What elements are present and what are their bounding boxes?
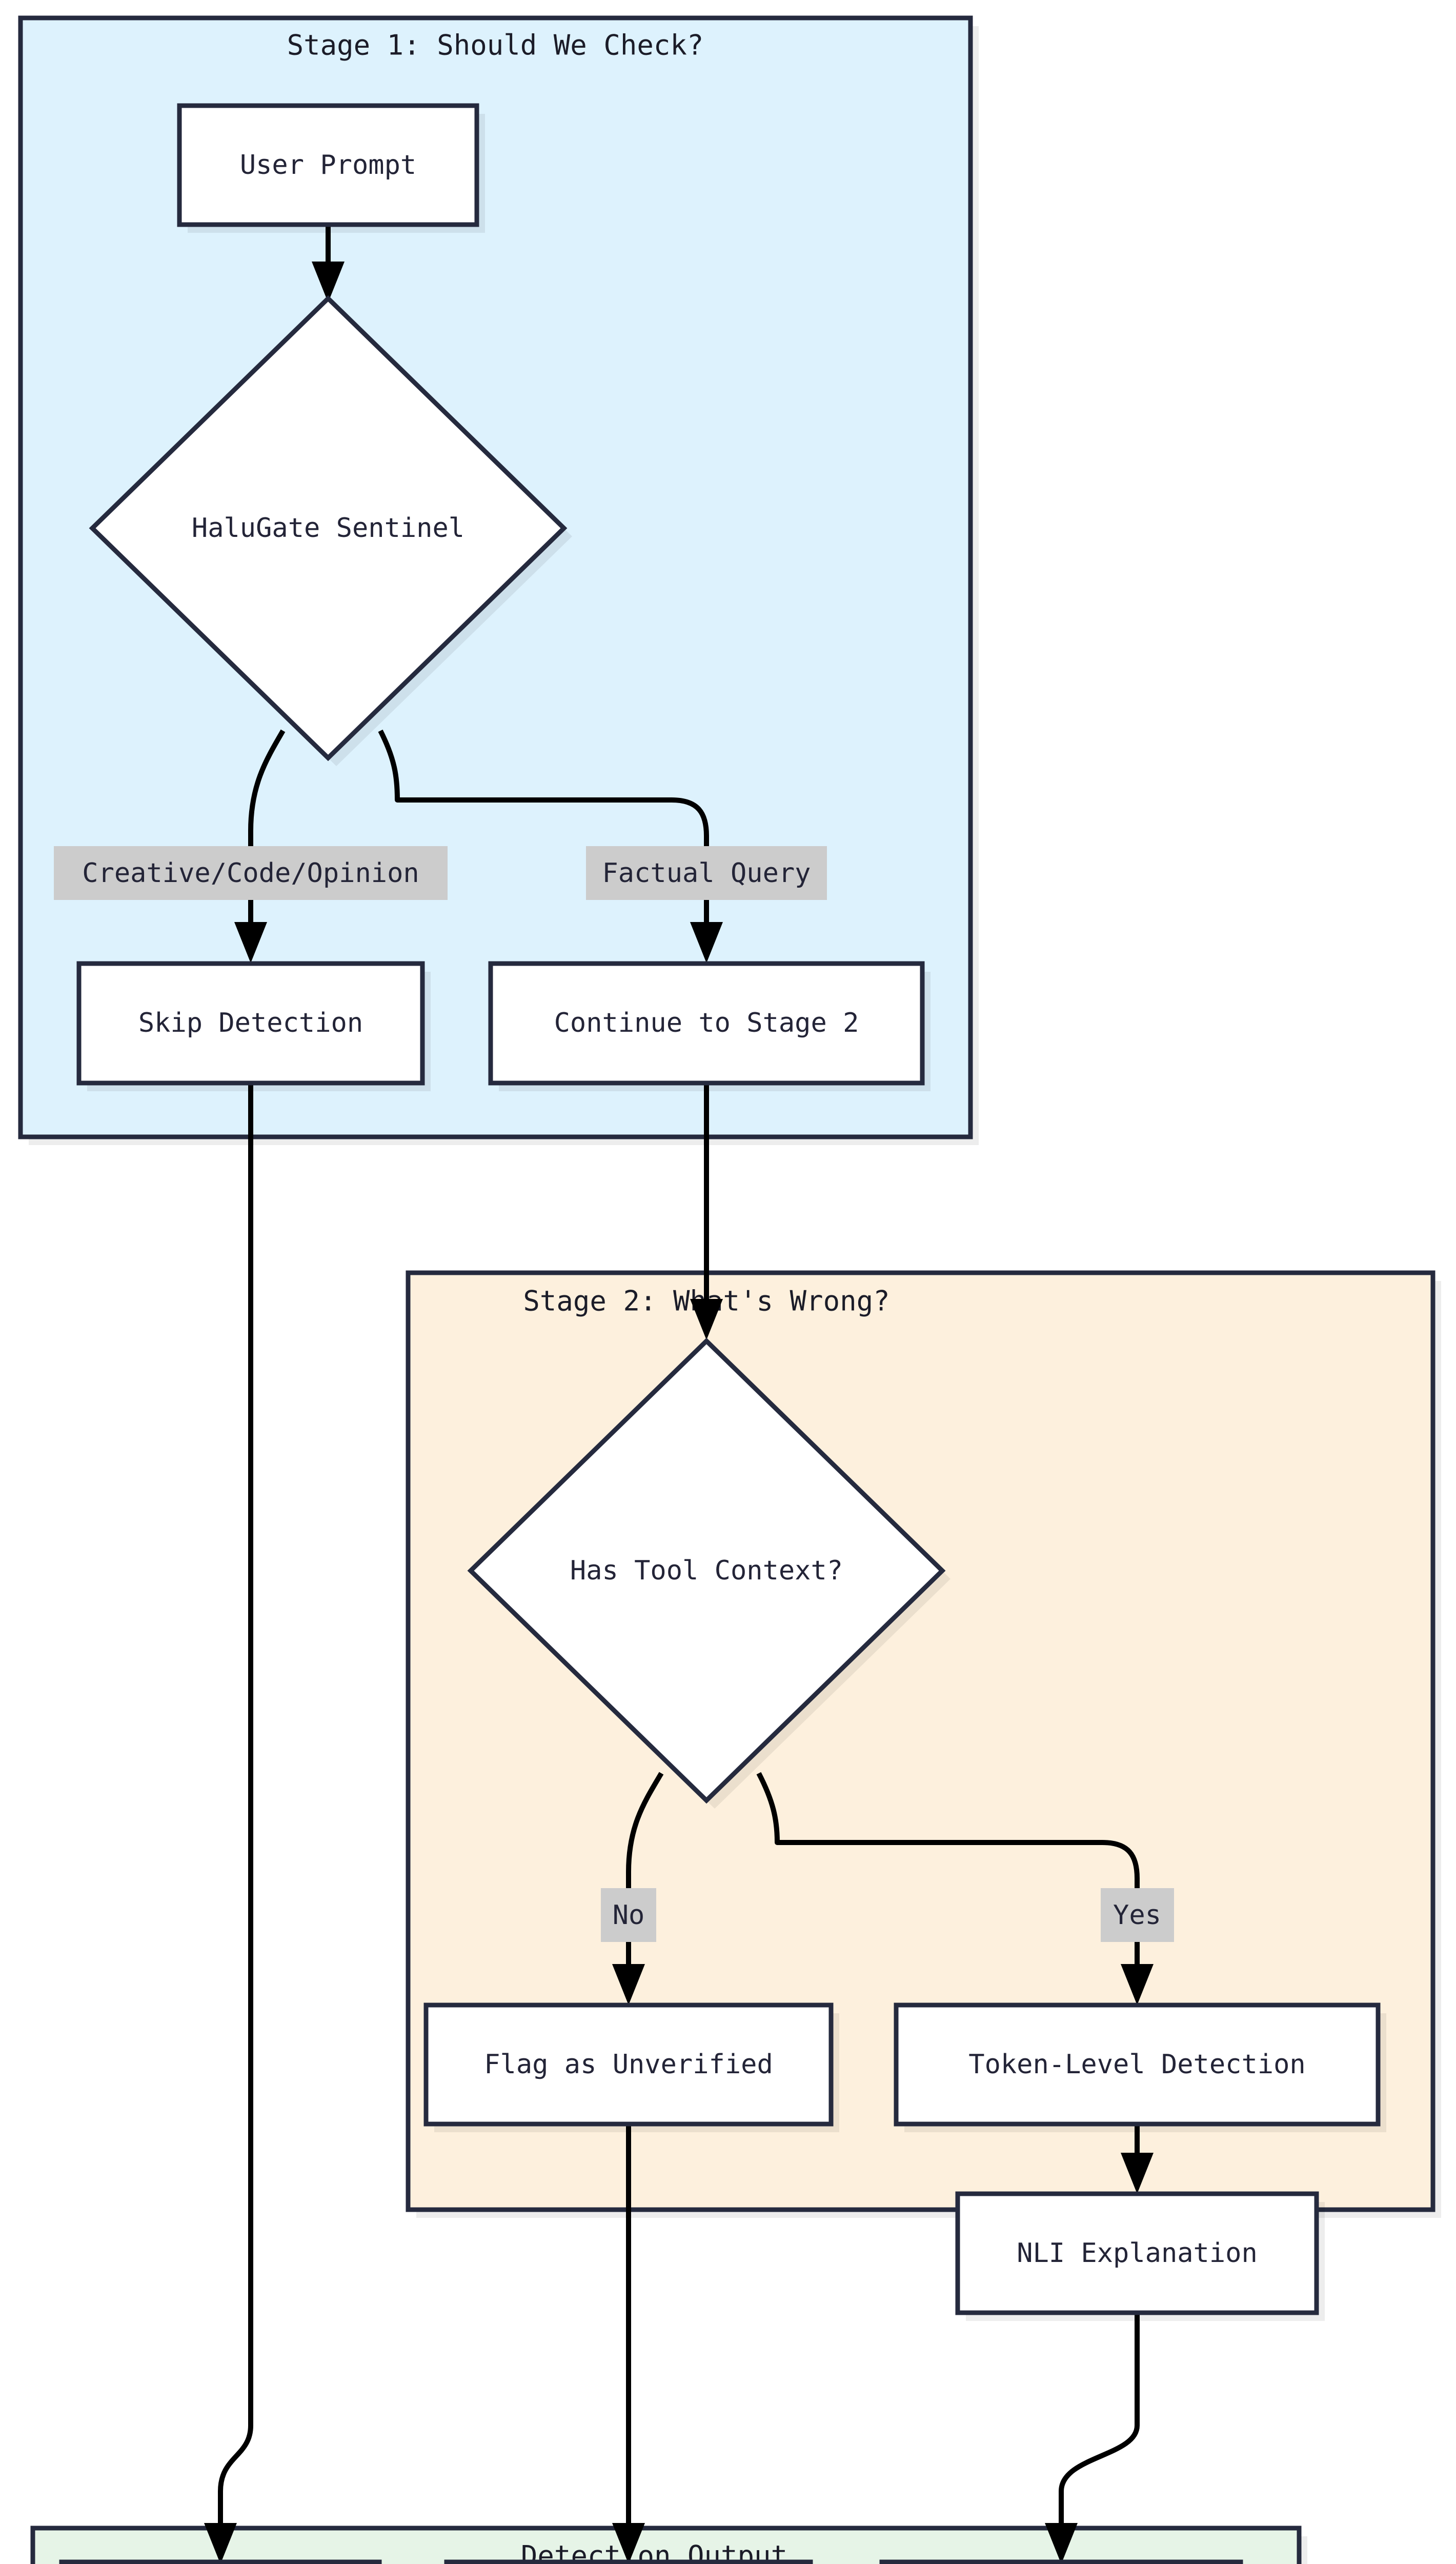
node-has-tool-context-label: Has Tool Context? [570,1555,843,1586]
node-skip-detection-label: Skip Detection [138,1008,363,1038]
node-continue-to-stage-2-label: Continue to Stage 2 [554,1008,859,1038]
edge-label-creative-code-opinion-text: Creative/Code/Opinion [82,858,419,889]
edge-sentinel-to-continue-arrow [690,922,723,963]
node-flag-as-unverified[interactable]: Flag as Unverified [423,2002,839,2132]
node-user-prompt-rect[interactable] [177,103,479,227]
node-warning-header[interactable]: Warning Header [444,2559,819,2564]
edge-label-creative-code-opinion-bg [54,846,448,900]
node-token-level-detection-rect[interactable] [894,2002,1381,2127]
node-nli-explanation[interactable]: NLI Explanation [955,2191,1325,2321]
node-nli-explanation-rect[interactable] [955,2191,1319,2315]
node-token-level-detection-label: Token-Level Detection [968,2049,1305,2080]
node-halugate-sentinel-label: HaluGate Sentinel [192,513,464,544]
edge-token-to-nli-arrow [1121,2153,1154,2194]
node-continue-to-stage-2[interactable]: Continue to Stage 2 [488,961,931,1091]
edge-label-no: No [601,1888,656,1942]
node-detailed-report-rect[interactable] [879,2559,1243,2564]
node-flag-as-unverified-label: Flag as Unverified [484,2049,773,2080]
edge-sentinel-to-continue [378,729,709,938]
node-has-tool-context[interactable]: Has Tool Context? [467,1337,951,1809]
edge-continue-to-tool-context-arrow [690,1299,723,1340]
node-skip-detection[interactable]: Skip Detection [76,961,431,1091]
edge-sentinel-to-skip [248,729,286,938]
edge-skip-to-pass-arrow [204,2523,237,2564]
cluster-output-rect [30,2526,1302,2564]
edge-label-factual-query-bg [586,846,827,900]
edge-nli-to-report [1059,2313,1140,2536]
edge-skip-to-pass [218,1083,253,2536]
node-nli-explanation-label: NLI Explanation [1017,2238,1258,2269]
node-halugate-sentinel[interactable]: HaluGate Sentinel [89,295,572,766]
edge-flag-to-warning-arrow [612,2523,645,2564]
edge-label-creative-code-opinion: Creative/Code/Opinion [54,846,448,900]
node-user-prompt-label: User Prompt [240,150,416,181]
cluster-stage1-title: Stage 1: Should We Check? [287,29,704,62]
edge-sentinel-to-skip-arrow [234,922,267,963]
edge-tool-context-to-flag-arrow [612,1964,645,2005]
node-detailed-report[interactable]: Detailed Report [879,2559,1249,2564]
node-pass-through-rect[interactable] [59,2559,382,2564]
node-has-tool-context-diamond[interactable] [467,1337,946,1804]
edge-label-no-text: No [613,1900,645,1931]
node-skip-detection-rect[interactable] [76,961,425,1086]
edge-label-yes-text: Yes [1113,1900,1161,1931]
node-halugate-sentinel-diamond[interactable] [89,295,568,762]
edge-label-yes: Yes [1101,1888,1174,1942]
node-token-level-detection[interactable]: Token-Level Detection [894,2002,1386,2132]
node-flag-as-unverified-rect[interactable] [423,2002,834,2127]
node-user-prompt[interactable]: User Prompt [177,103,485,233]
edge-user-prompt-to-sentinel-arrow [312,262,345,303]
edge-tool-context-to-token [756,1772,1140,1980]
edge-label-factual-query-text: Factual Query [602,858,811,889]
node-pass-through[interactable]: Pass Through [59,2559,388,2564]
node-warning-header-rect[interactable] [444,2559,813,2564]
edge-label-factual-query: Factual Query [586,846,827,900]
edge-label-yes-bg [1101,1888,1174,1942]
edge-layer [204,225,1154,2564]
edge-label-no-bg [601,1888,656,1942]
node-continue-to-stage-2-rect[interactable] [488,961,925,1086]
edge-tool-context-to-flag [626,1772,664,1980]
cluster-output: Detection Output [30,2526,1307,2564]
edge-nli-to-report-arrow [1045,2523,1078,2564]
edge-tool-context-to-token-arrow [1121,1964,1154,2005]
